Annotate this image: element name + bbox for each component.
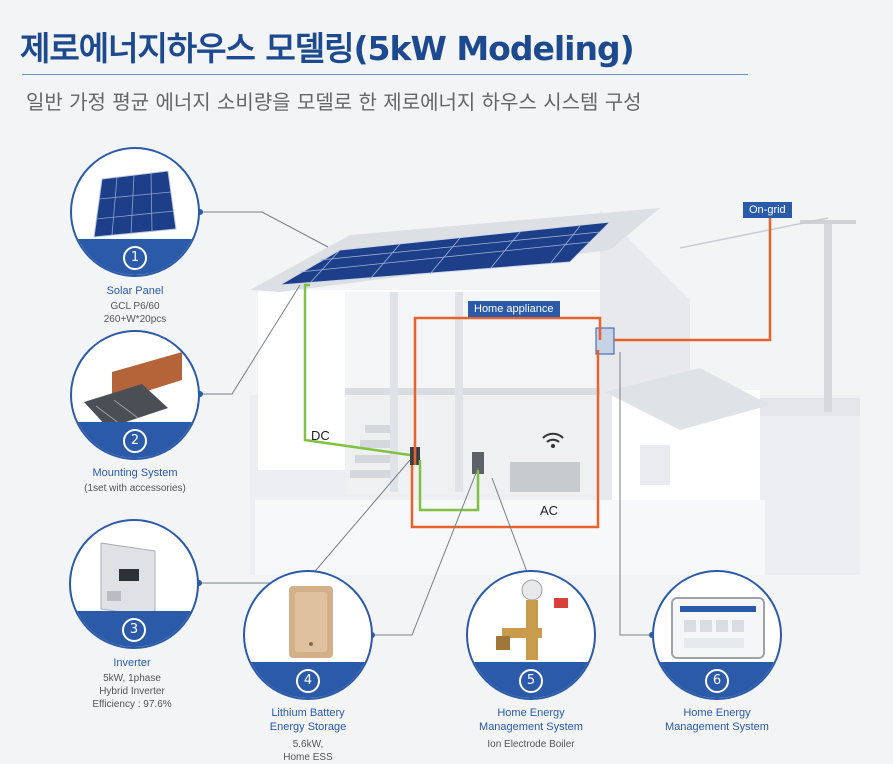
inverter-circle: 3 xyxy=(69,519,199,649)
mounting-system-caption: Mounting System (1set with accessories) xyxy=(84,467,186,494)
component-number-6: 6 xyxy=(705,669,729,693)
mounting-system-circle: 2 xyxy=(70,330,200,460)
component-number-3: 3 xyxy=(122,618,146,642)
battery-icon xyxy=(289,586,333,658)
boiler-icon xyxy=(496,579,568,660)
inverter-icon xyxy=(100,542,156,618)
tablet-icon xyxy=(671,597,765,659)
battery-caption: Lithium Battery Energy Storage 5.6kW, Ho… xyxy=(269,707,347,763)
on-grid-line xyxy=(614,218,772,342)
hems-circle: 6 xyxy=(652,570,782,700)
wifi-icon xyxy=(542,432,564,448)
page-title: 제로에너지하우스 모델링(5kW Modeling) xyxy=(20,29,635,68)
on-grid-tag: On-grid xyxy=(743,202,792,218)
solar-panel-caption: Solar Panel GCL P6/60 260+W*20pcs xyxy=(103,285,167,325)
mounting-system-icon xyxy=(84,352,182,428)
solar-panel-circle: 1 xyxy=(70,147,200,277)
hems-caption: Home Energy Management System xyxy=(665,707,769,733)
component-number-2: 2 xyxy=(123,429,147,453)
dc-line xyxy=(303,283,411,457)
boiler-caption: Home Energy Management System Ion Electr… xyxy=(479,707,583,750)
boiler-circle: 5 xyxy=(466,570,596,700)
battery-device xyxy=(472,452,484,474)
dc-label: DC xyxy=(311,428,330,443)
home-appliance-tag: Home appliance xyxy=(468,301,560,317)
component-number-5: 5 xyxy=(519,669,543,693)
ac-line xyxy=(413,316,602,465)
page-subtitle: 일반 가정 평균 에너지 소비량을 모델로 한 제로에너지 하우스 시스템 구성 xyxy=(26,90,642,114)
utility-pole xyxy=(824,222,832,412)
solar-panel-icon xyxy=(93,170,177,238)
ac-label: AC xyxy=(540,503,559,518)
component-number-4: 4 xyxy=(296,669,320,693)
roof-solar-array xyxy=(279,221,612,286)
inverter-caption: Inverter 5kW, 1phase Hybrid Inverter Eff… xyxy=(92,657,172,710)
battery-circle: 4 xyxy=(243,570,373,700)
title-divider xyxy=(22,74,748,75)
component-number-1: 1 xyxy=(123,246,147,270)
